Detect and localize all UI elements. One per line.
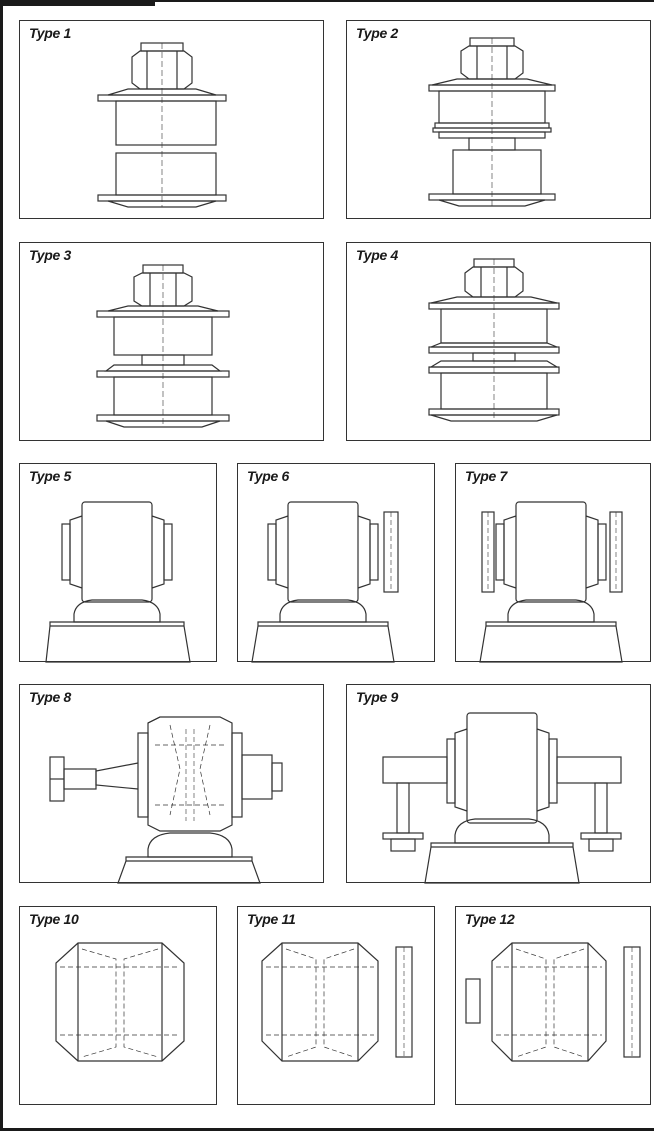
panel-label: Type 8 <box>29 689 72 705</box>
type-11-drawing <box>261 942 413 1062</box>
panel-type-8: Type 8 <box>19 684 324 884</box>
panel-label: Type 7 <box>465 468 508 484</box>
panel-type-5: Type 5 <box>19 463 217 663</box>
type-7-drawing <box>479 501 623 663</box>
type-2-drawing <box>428 37 556 207</box>
panel-type-2: Type 2 <box>346 20 651 219</box>
panel-type-10: Type 10 <box>19 906 217 1105</box>
type-10-drawing <box>55 942 185 1062</box>
panel-type-12: Type 12 <box>455 906 651 1105</box>
panel-type-7: Type 7 <box>455 463 651 663</box>
panel-type-6: Type 6 <box>237 463 435 663</box>
panel-type-4: Type 4 <box>346 242 651 441</box>
left-rule <box>0 0 3 1131</box>
panel-type-11: Type 11 <box>237 906 435 1105</box>
type-5-drawing <box>45 501 191 663</box>
panel-label: Type 3 <box>29 247 72 263</box>
top-rule <box>155 0 654 2</box>
type-8-drawing <box>49 716 283 884</box>
type-12-drawing <box>465 942 641 1062</box>
header-bar <box>0 0 155 6</box>
panel-label: Type 12 <box>465 911 515 927</box>
panel-label: Type 2 <box>356 25 399 41</box>
panel-label: Type 11 <box>247 911 296 927</box>
type-6-drawing <box>251 501 399 663</box>
panel-type-3: Type 3 <box>19 242 324 441</box>
panel-label: Type 4 <box>356 247 399 263</box>
panel-label: Type 9 <box>356 689 399 705</box>
panel-label: Type 10 <box>29 911 79 927</box>
panel-label: Type 1 <box>29 25 72 41</box>
type-4-drawing <box>428 258 560 422</box>
panel-type-1: Type 1 <box>19 20 324 219</box>
type-1-drawing <box>97 42 227 208</box>
panel-label: Type 5 <box>29 468 72 484</box>
type-3-drawing <box>96 264 230 428</box>
bottom-rule <box>0 1128 654 1131</box>
panel-type-9: Type 9 <box>346 684 651 884</box>
type-9-drawing <box>382 712 622 884</box>
panel-label: Type 6 <box>247 468 290 484</box>
